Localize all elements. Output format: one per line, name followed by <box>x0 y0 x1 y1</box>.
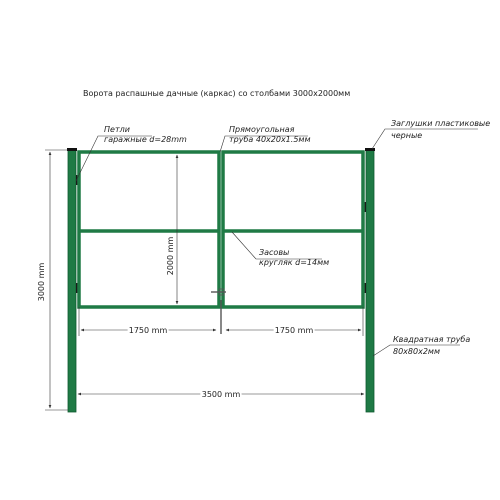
post-height-label: 3000 mm <box>37 263 46 302</box>
hinges-label-2: гаражные d=28mm <box>104 135 187 144</box>
hinges-label-1: Петли <box>104 125 130 134</box>
caps-label-2: черные <box>391 131 422 140</box>
left-post <box>67 149 77 413</box>
right-post-cap <box>365 148 375 151</box>
bolts-leader <box>231 231 322 260</box>
right-leaf-width-label: 1750 mm <box>275 326 314 335</box>
right-post <box>365 149 375 413</box>
gate-height-label: 2000 mm <box>166 237 175 276</box>
caps-leader <box>371 128 478 150</box>
square-pipe-label-1: Квадратная труба <box>393 335 470 344</box>
total-width-label: 3500 mm <box>202 390 241 399</box>
bolts-label-2: кругляк d=14мм <box>259 258 329 267</box>
diagram-title: Ворота распашные дачные (каркас) со стол… <box>83 89 350 98</box>
bolt-vertical <box>211 288 226 334</box>
rect-pipe-label-2: труба 40х20х1.5мм <box>229 135 310 144</box>
hinges-leader <box>75 135 152 182</box>
left-post-cap <box>67 148 77 151</box>
square-pipe-leader <box>372 344 460 357</box>
bolts-label-1: Засовы <box>259 248 289 257</box>
right-gate-leaf <box>221 150 365 309</box>
caps-label-1: Заглушки пластиковые <box>391 119 490 128</box>
left-gate-leaf <box>77 150 221 309</box>
square-pipe-label-2: 80х80х2мм <box>393 347 440 356</box>
rect-pipe-label-1: Прямоугольная <box>229 125 295 134</box>
left-leaf-width-label: 1750 mm <box>129 326 168 335</box>
rect-pipe-leader <box>219 135 308 153</box>
